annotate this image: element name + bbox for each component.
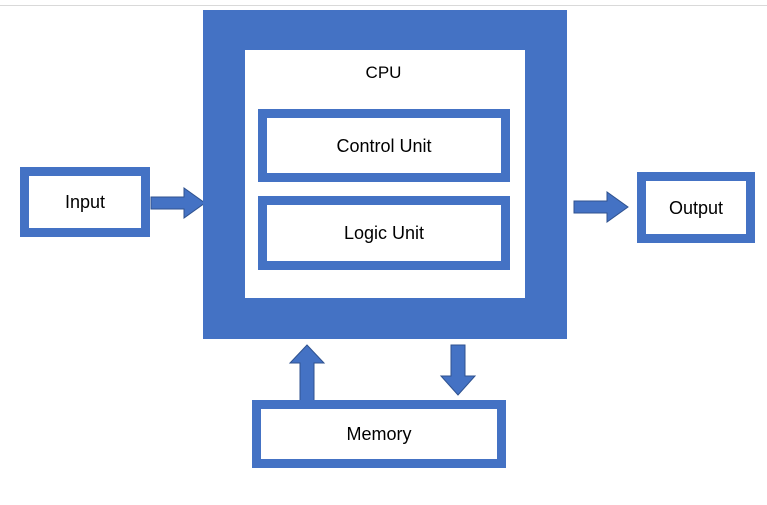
output-block[interactable]: Output bbox=[637, 172, 755, 243]
arrow-memory-to-cpu-icon bbox=[288, 344, 326, 402]
arrow-cpu-to-output-icon bbox=[573, 191, 629, 223]
arrow-cpu-to-memory-icon bbox=[439, 344, 477, 396]
output-block-label: Output bbox=[668, 197, 724, 218]
logic-unit-block[interactable]: Logic Unit bbox=[258, 196, 510, 270]
control-unit-label: Control Unit bbox=[336, 135, 432, 156]
input-block-label: Input bbox=[64, 192, 106, 212]
top-separator-rule bbox=[0, 5, 767, 6]
arrow-input-to-cpu-icon bbox=[150, 187, 206, 219]
memory-block-label: Memory bbox=[346, 424, 412, 444]
input-block[interactable]: Input bbox=[20, 167, 150, 237]
memory-block[interactable]: Memory bbox=[252, 400, 506, 468]
control-unit-block[interactable]: Control Unit bbox=[258, 109, 510, 182]
cpu-label: CPU bbox=[365, 63, 402, 82]
logic-unit-label: Logic Unit bbox=[343, 223, 425, 243]
